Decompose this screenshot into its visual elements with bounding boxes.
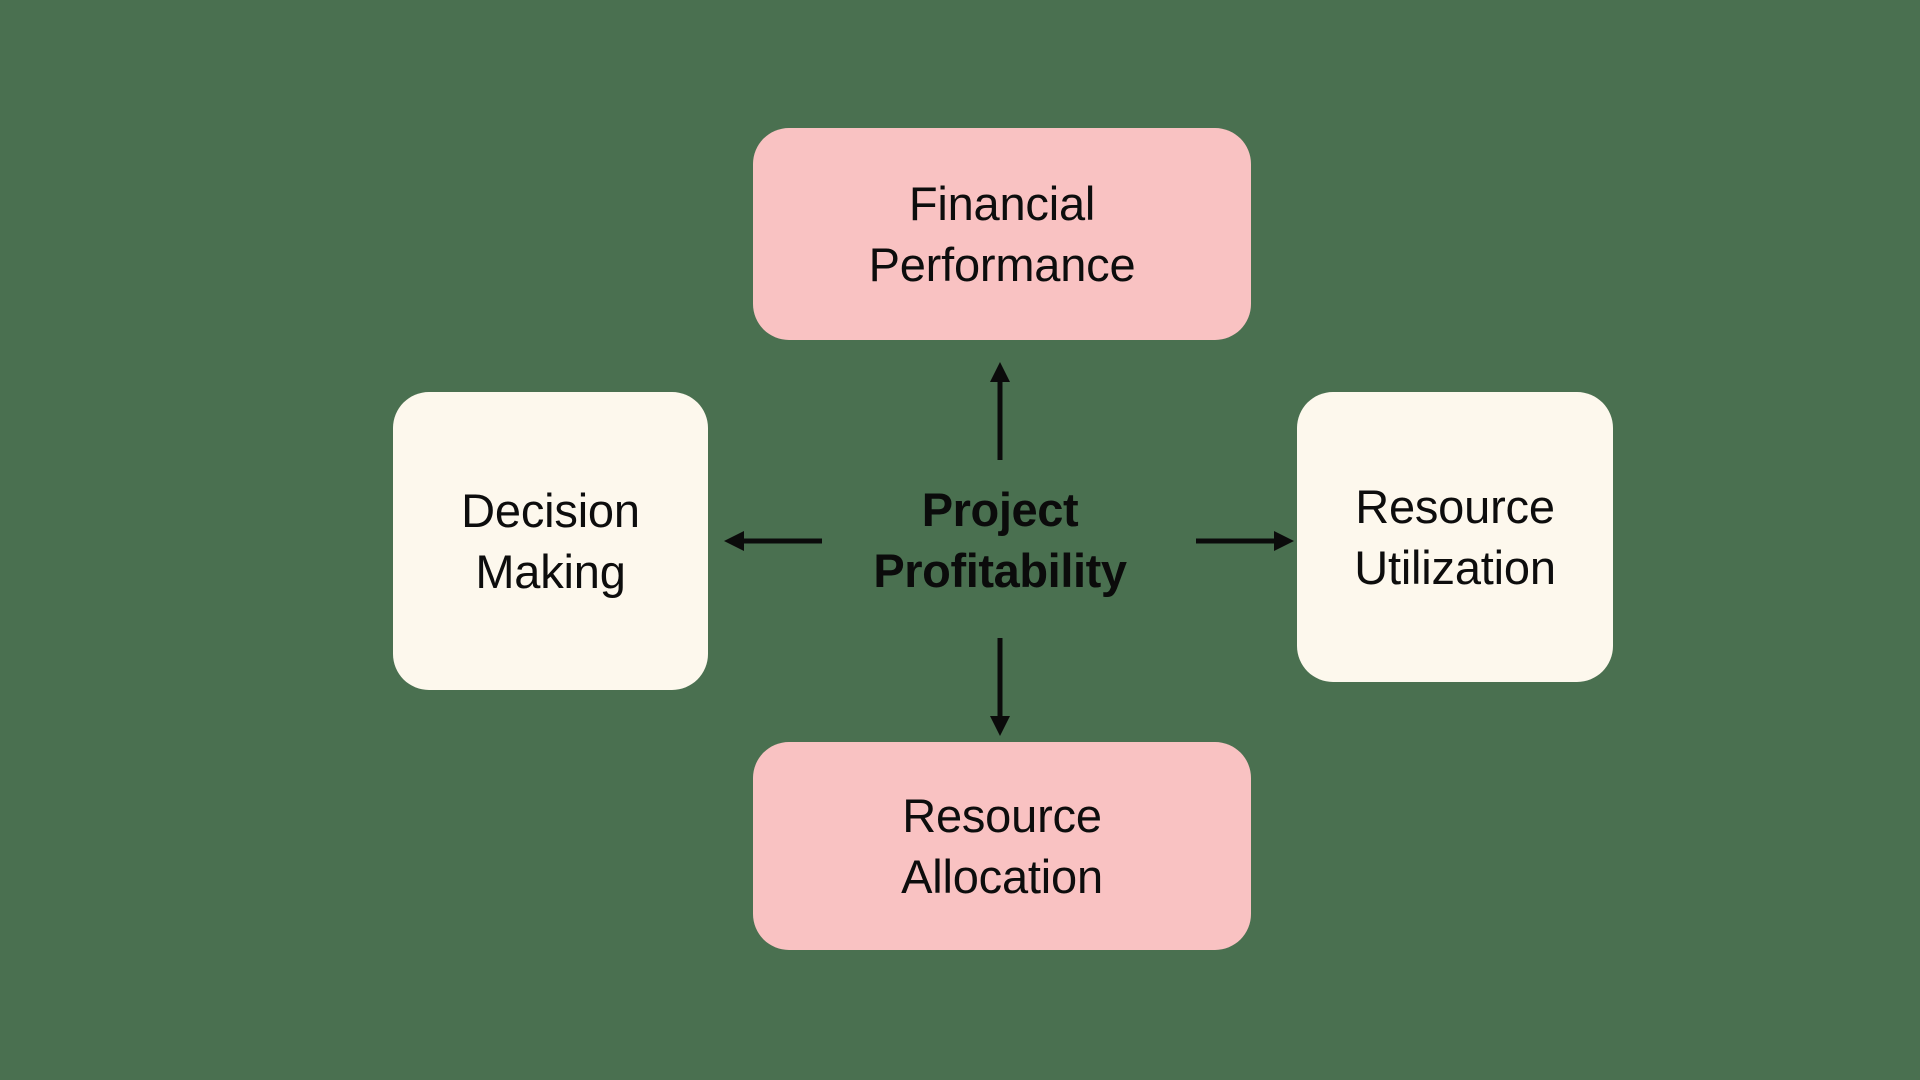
node-resource-allocation[interactable]: Resource Allocation <box>753 742 1251 950</box>
node-financial-performance[interactable]: Financial Performance <box>753 128 1251 340</box>
node-decision-making[interactable]: Decision Making <box>393 392 708 690</box>
center-label-project-profitability: Project Profitability <box>873 482 1127 597</box>
arrow-up-icon <box>982 362 1018 460</box>
arrow-down-icon <box>982 638 1018 736</box>
arrow-right-icon <box>1196 523 1294 559</box>
arrow-left-icon <box>724 523 822 559</box>
node-resource-utilization[interactable]: Resource Utilization <box>1297 392 1613 682</box>
